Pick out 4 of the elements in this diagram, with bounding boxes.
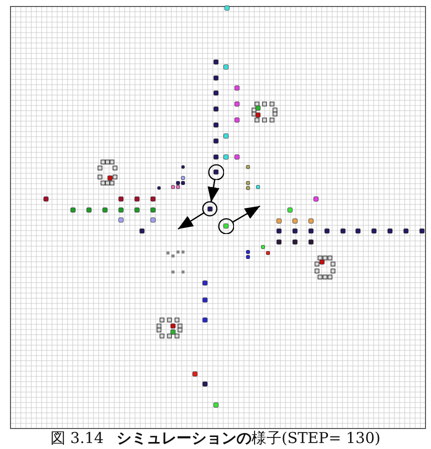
caption: 図 3.14 シミュレーションの様子(STEP= 130) xyxy=(50,429,380,447)
arrow xyxy=(208,179,220,202)
arrow xyxy=(178,212,204,230)
arrow xyxy=(232,205,260,223)
